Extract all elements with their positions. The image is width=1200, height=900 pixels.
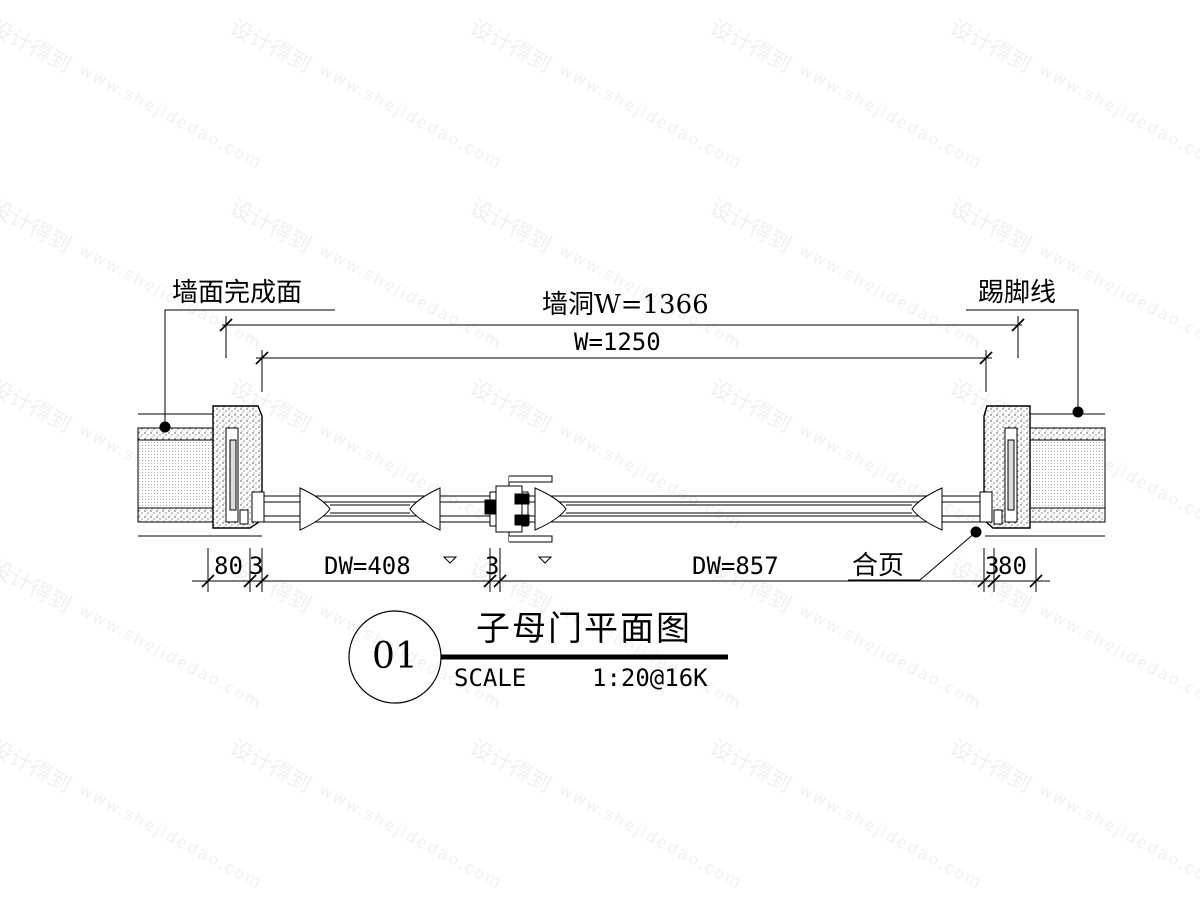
- door-width-label: W=1250: [574, 328, 661, 356]
- dim-left: 80: [214, 552, 243, 580]
- hinge-label: 合页: [852, 551, 905, 581]
- right-wall: [979, 405, 1106, 537]
- wall-finish-label: 墙面完成面: [172, 278, 303, 308]
- dim-large-leaf: DW=857: [692, 552, 779, 580]
- top-dimensions: [219, 316, 1025, 392]
- scale-value: 1:20@16K: [592, 664, 708, 692]
- dim-small-leaf: DW=408: [324, 552, 411, 580]
- dim-right-gap: 3: [985, 552, 1000, 580]
- dim-right: 80: [998, 552, 1027, 580]
- scale-label: SCALE: [454, 664, 527, 692]
- title-block-graphics: [348, 610, 728, 704]
- dim-mid-gap: 3: [485, 552, 500, 580]
- opening-width-label: 墙洞W=1366: [542, 290, 709, 320]
- bottom-dimensions: [192, 548, 1050, 592]
- leader-lines: [159, 309, 1084, 581]
- drawing-title: 子母门平面图: [476, 609, 692, 649]
- skirting-label: 踢脚线: [978, 278, 1057, 308]
- door-leaves: [264, 475, 980, 543]
- left-wall: [137, 405, 265, 537]
- dim-left-gap: 3: [249, 552, 264, 580]
- drawing-number: 01: [372, 636, 418, 677]
